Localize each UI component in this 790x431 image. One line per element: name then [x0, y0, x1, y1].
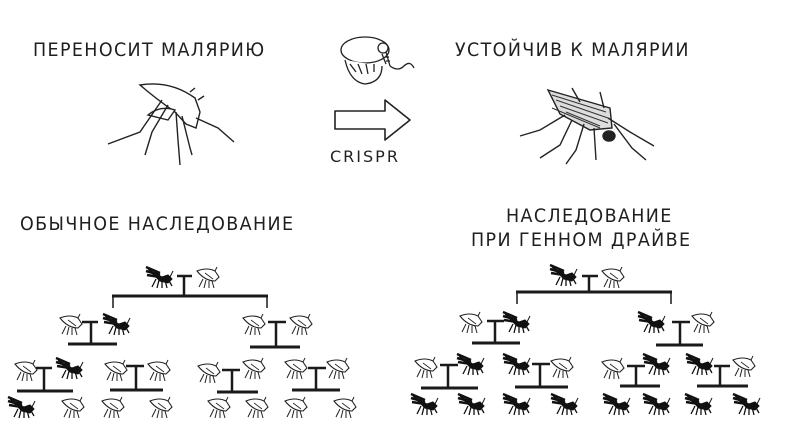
mosquito-hatched-icon [519, 87, 655, 165]
wild-mosquito-icon [284, 357, 308, 380]
modified-mosquito-icon [636, 310, 667, 335]
wild-mosquito-icon [333, 396, 357, 419]
normal-inheritance-tree [6, 265, 357, 420]
carries-malaria-label: ПЕРЕНОСИТ МАЛЯРИЮ [33, 39, 266, 61]
gene-drive-title-line1: НАСЛЕДОВАНИЕ [506, 205, 673, 227]
modified-mosquito-icon [641, 392, 672, 417]
wild-mosquito-icon [601, 266, 625, 289]
wild-mosquito-icon [289, 313, 313, 336]
modified-mosquito-icon [101, 312, 132, 337]
wild-mosquito-icon [61, 396, 85, 419]
wild-mosquito-icon [196, 266, 220, 289]
modified-mosquito-icon [548, 263, 579, 288]
wild-mosquito-icon [550, 356, 574, 379]
wild-mosquito-icon [14, 359, 38, 382]
wild-mosquito-icon [207, 396, 231, 419]
modified-mosquito-icon [456, 392, 487, 417]
gene-drive-tree [409, 263, 762, 417]
right-arrow-icon [334, 99, 411, 141]
modified-mosquito-icon [501, 392, 532, 417]
cas9-protein-icon [340, 36, 415, 85]
modified-mosquito-icon [409, 392, 440, 417]
wild-mosquito-icon [245, 396, 269, 419]
wild-mosquito-icon [601, 357, 625, 380]
wild-mosquito-icon [732, 355, 756, 378]
malaria-resistant-label: УСТОЙЧИВ К МАЛЯРИИ [455, 39, 690, 61]
modified-mosquito-icon [501, 352, 532, 377]
wild-mosquito-icon [414, 356, 438, 379]
wild-mosquito-icon [326, 357, 350, 380]
modified-mosquito-icon [6, 395, 37, 420]
wild-mosquito-icon [59, 313, 83, 336]
modified-mosquito-icon [731, 392, 762, 417]
wild-mosquito-icon [242, 357, 266, 380]
modified-mosquito-icon [601, 392, 632, 417]
modified-mosquito-icon [549, 392, 580, 417]
wild-mosquito-icon [691, 311, 715, 334]
wild-mosquito-icon [104, 359, 128, 382]
wild-mosquito-icon [284, 396, 308, 419]
wild-mosquito-icon [459, 311, 483, 334]
modified-mosquito-icon [144, 265, 175, 290]
wild-mosquito-icon [147, 359, 171, 382]
mosquito-outline-icon [107, 83, 235, 166]
modified-mosquito-icon [641, 352, 672, 377]
modified-mosquito-icon [455, 352, 486, 377]
modified-mosquito-icon [54, 356, 85, 381]
wild-mosquito-icon [197, 361, 221, 384]
wild-mosquito-icon [101, 396, 125, 419]
wild-mosquito-icon [149, 396, 173, 419]
crispr-label: CRISPR [330, 147, 400, 166]
modified-mosquito-icon [683, 392, 714, 417]
modified-mosquito-icon [501, 310, 532, 335]
normal-inheritance-title: ОБЫЧНОЕ НАСЛЕДОВАНИЕ [20, 213, 295, 235]
gene-drive-title-line2: ПРИ ГЕННОМ ДРАЙВЕ [471, 229, 692, 251]
wild-mosquito-icon [242, 313, 266, 336]
modified-mosquito-icon [684, 352, 715, 377]
